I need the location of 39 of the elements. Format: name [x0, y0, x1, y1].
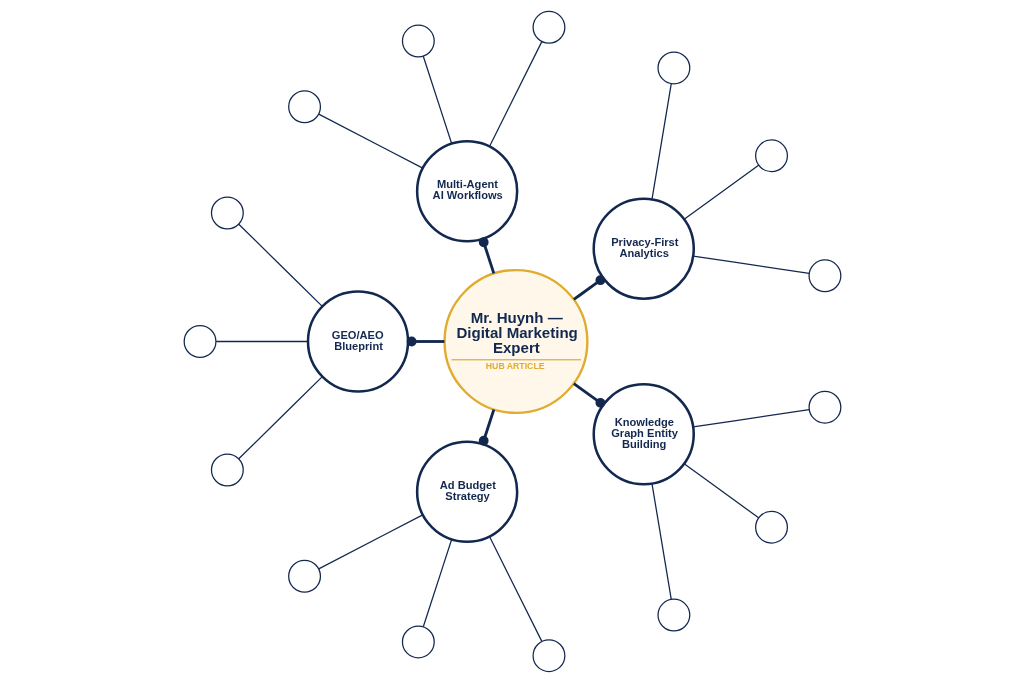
node-circle [287, 559, 321, 593]
node-circle [531, 10, 565, 44]
connector [683, 463, 759, 519]
node-circle [210, 453, 244, 487]
connector [237, 223, 323, 308]
connector [488, 535, 542, 642]
connector [317, 514, 423, 570]
connector [692, 255, 810, 275]
node-circle [183, 325, 217, 358]
connector [488, 41, 542, 148]
node-circle [401, 24, 435, 58]
connector [572, 275, 605, 301]
node-circle [754, 510, 788, 544]
connector [422, 538, 452, 628]
connector [572, 382, 605, 408]
node-circle [754, 139, 788, 173]
connector [650, 83, 672, 200]
connector [237, 375, 323, 460]
connector [692, 408, 810, 428]
connector [214, 340, 308, 343]
node-circle [287, 90, 321, 124]
node-circle [656, 51, 690, 85]
node-circle [531, 639, 565, 673]
node-circle: GEO/AEO Blueprint [306, 290, 409, 393]
connector [317, 113, 423, 169]
node-circle: Ad Budget Strategy [415, 440, 518, 543]
node-circle [656, 598, 690, 632]
node-circle [807, 259, 841, 293]
connector [478, 409, 495, 446]
node-circle [807, 390, 841, 424]
node-circle: Mr. Huynh — Digital Marketing Expert HUB ARTICLE [442, 268, 589, 415]
connector [478, 237, 495, 274]
connector [650, 483, 672, 600]
node-circle: Multi-Agent AI Workflows [415, 140, 518, 243]
node-circle [210, 196, 244, 230]
connector [683, 164, 759, 220]
connector [422, 55, 452, 145]
connector [406, 336, 444, 347]
node-circle [401, 625, 435, 659]
